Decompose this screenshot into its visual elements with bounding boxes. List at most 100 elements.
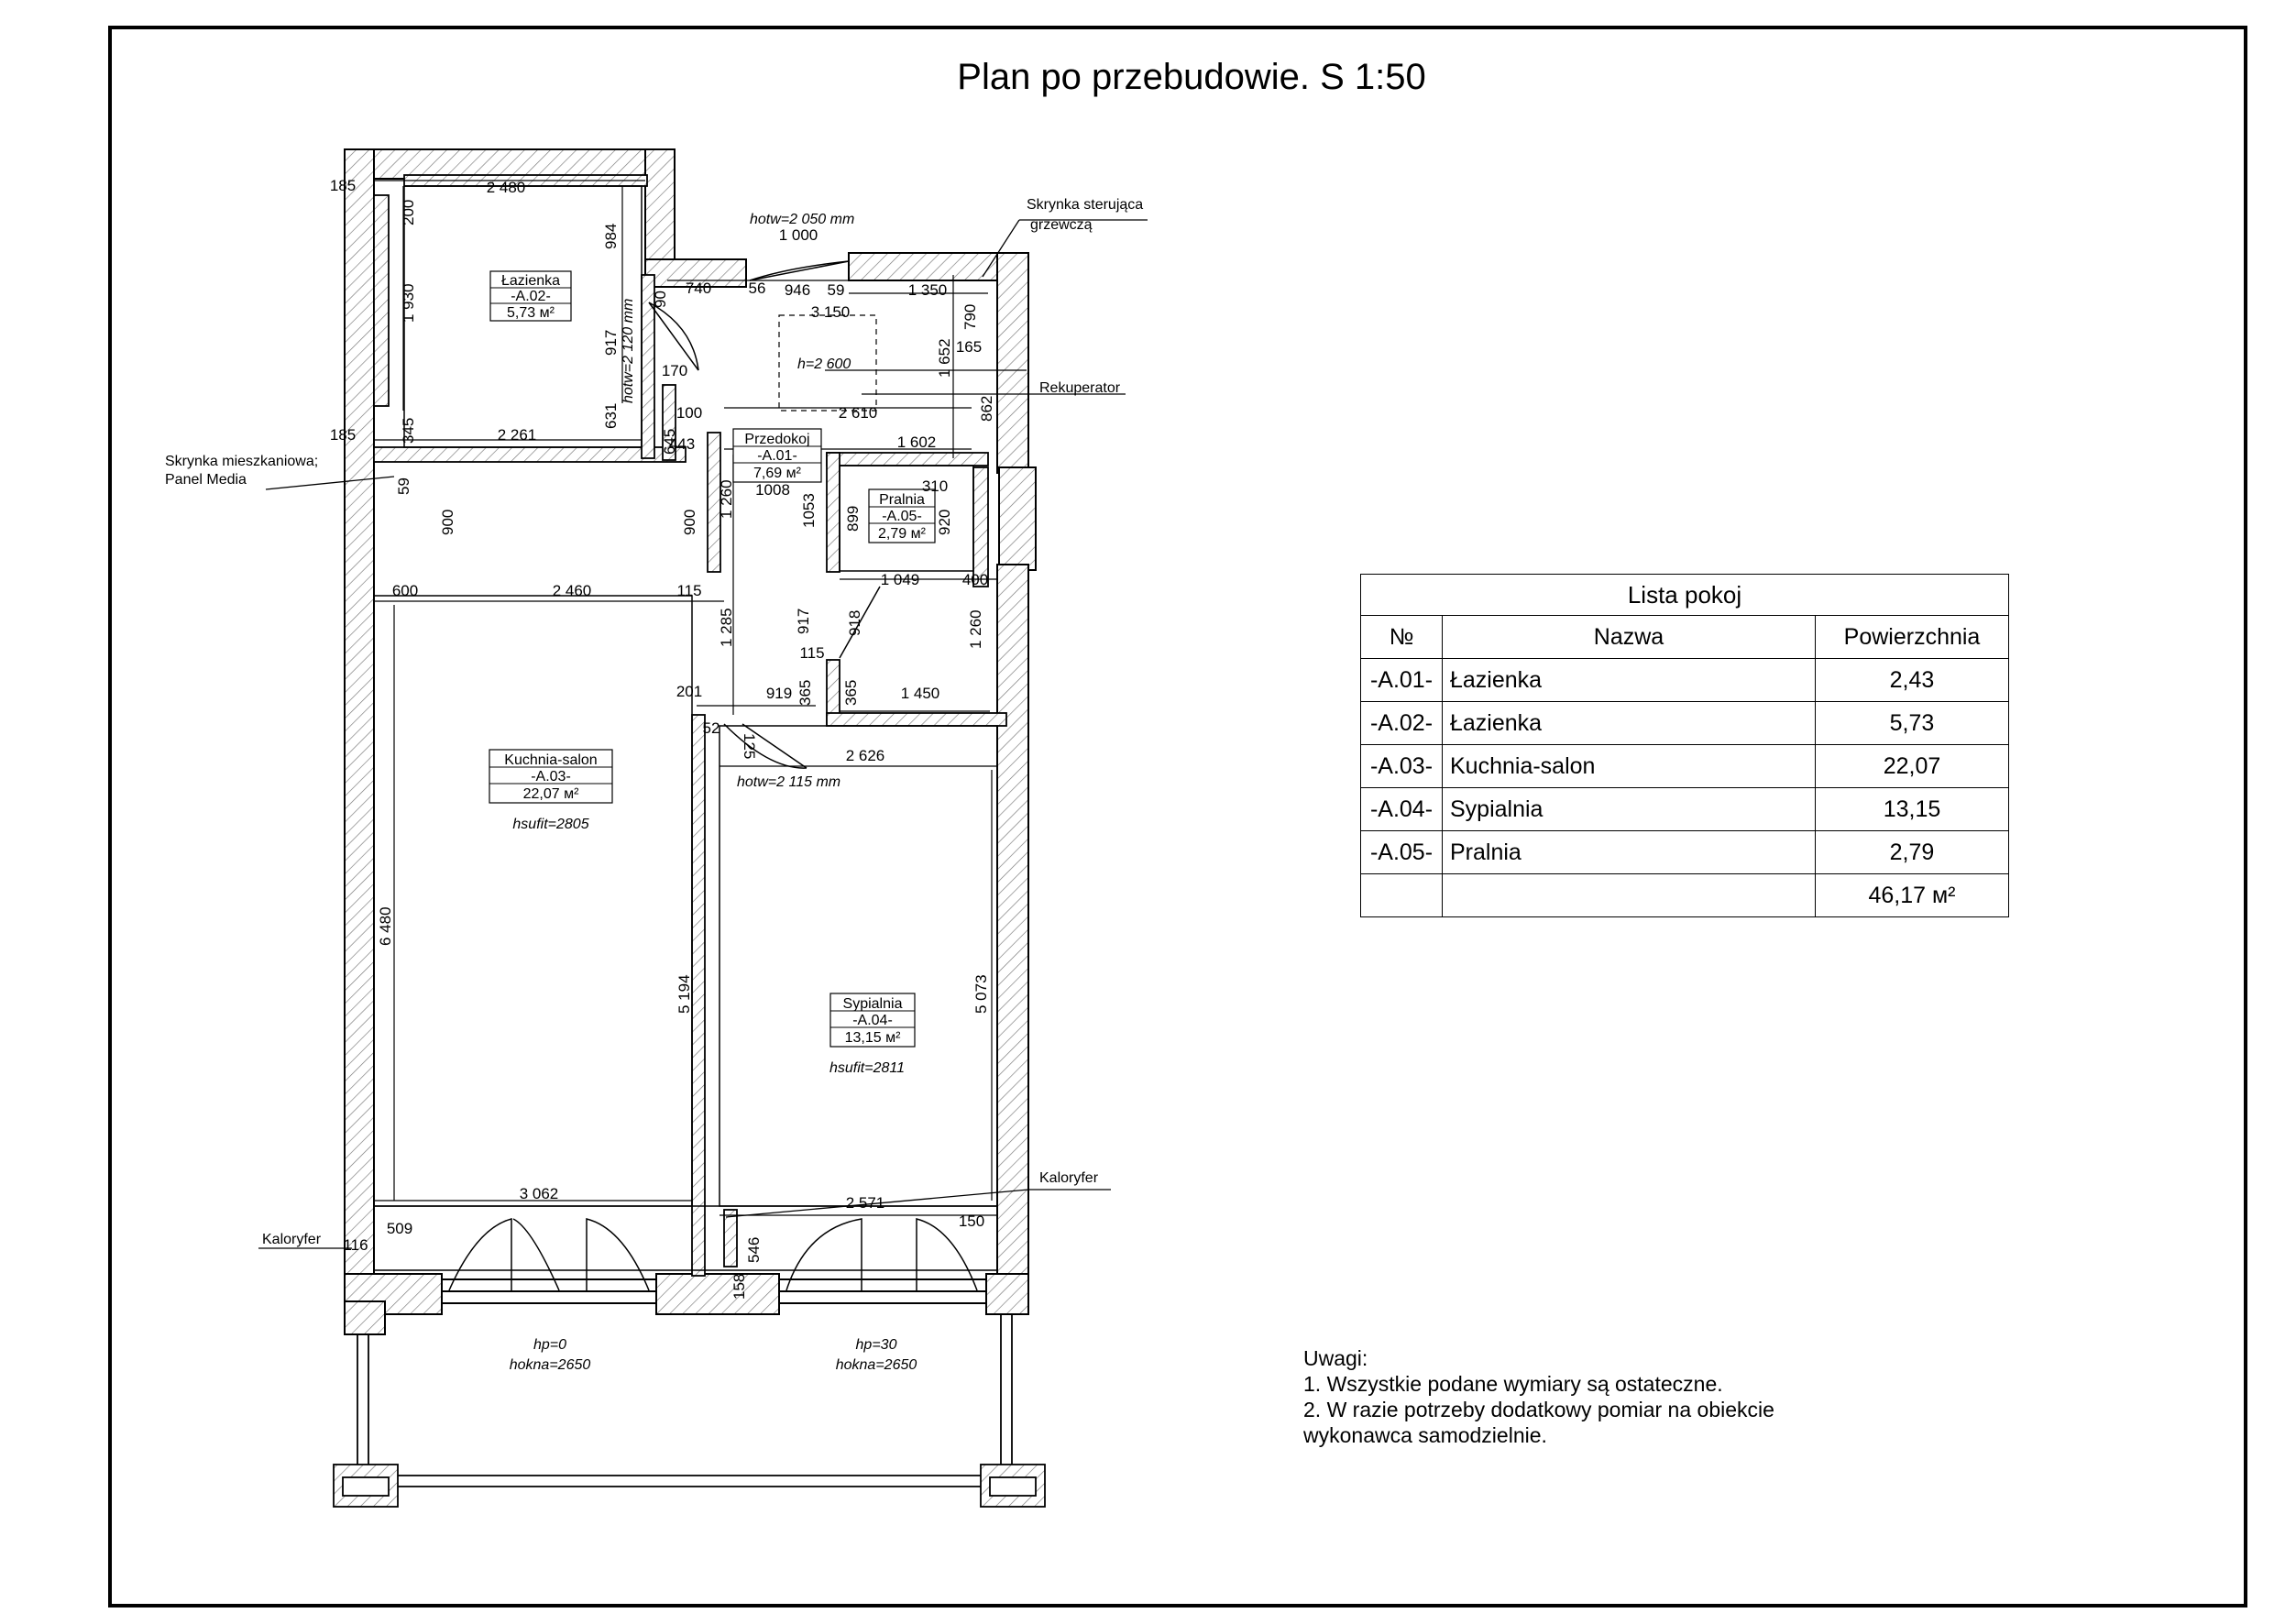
dim-text: 3 150 xyxy=(811,303,851,321)
label-rekuperator: Rekuperator xyxy=(1039,380,1121,396)
table-row: -A.01- Łazienka 2,43 xyxy=(1360,658,2009,702)
doors xyxy=(648,260,881,769)
row-name: Łazienka xyxy=(1442,701,1816,745)
dim-text: 2 460 xyxy=(553,582,592,599)
table-header-name: Nazwa xyxy=(1442,615,1816,659)
leader-lines xyxy=(258,219,1148,1249)
wall-bottom-right xyxy=(985,1273,1029,1315)
dim-text: 1 450 xyxy=(901,685,940,702)
notes-heading: Uwagi: xyxy=(1303,1346,1368,1370)
dimension-texts: 2 480 185 200 1 930 984 917 631 345 2 26… xyxy=(330,177,995,1300)
label-panel-media: Panel Media xyxy=(165,472,247,488)
dim-text: 862 xyxy=(978,396,995,422)
row-name: Sypialnia xyxy=(1442,787,1816,831)
dim-text: 56 xyxy=(749,280,766,297)
row-area: 2,79 xyxy=(1815,830,2009,874)
row-area: 13,15 xyxy=(1815,787,2009,831)
room-height: hsufit=2805 xyxy=(512,817,588,832)
dimension-lines xyxy=(374,180,1027,1216)
wall-pralnia-left xyxy=(826,452,840,573)
dim-text: 345 xyxy=(400,418,417,444)
room-name: Kuchnia-salon xyxy=(504,752,597,768)
dim-text: 1 930 xyxy=(400,283,417,323)
wall-right-niche xyxy=(998,466,1037,571)
row-id: -A.03- xyxy=(1360,744,1443,788)
dim-text: 165 xyxy=(956,338,982,356)
room-code: -A.04- xyxy=(852,1013,893,1028)
dim-text: 600 xyxy=(392,582,418,599)
annotations: Skrynka sterująca grzewczą Rekuperator S… xyxy=(165,197,1143,1373)
wall-kitchen-sleep xyxy=(691,714,706,1277)
dim-text: 59 xyxy=(395,477,412,495)
dim-text: 984 xyxy=(602,224,620,249)
dim-text: 1 602 xyxy=(897,433,937,451)
notes-block: Uwagi: 1. Wszystkie podane wymiary są os… xyxy=(1303,1345,1774,1448)
room-area: 7,69 м² xyxy=(753,466,802,481)
dim-text: 899 xyxy=(844,506,862,532)
balcony xyxy=(333,1314,1046,1508)
dim-text: 185 xyxy=(330,426,356,444)
wall-stub xyxy=(723,1209,738,1267)
dim-text: 150 xyxy=(959,1213,984,1230)
label-skrynka-sterujaca-2: grzewczą xyxy=(1030,217,1093,233)
room-outlines xyxy=(373,185,998,1271)
label-kaloryfer-right: Kaloryfer xyxy=(1039,1170,1099,1186)
dim-text: 1 350 xyxy=(908,281,948,299)
dim-text: 919 xyxy=(766,685,792,702)
room-label-pralnia: Pralnia -A.05- 2,79 м² xyxy=(868,488,936,543)
room-name: Przedokoj xyxy=(744,432,809,447)
label-hokna-right: hokna=2650 xyxy=(836,1357,917,1373)
dim-text: 1 260 xyxy=(967,609,984,649)
label-h-otw-mid: hotw=2 115 mm xyxy=(737,774,840,790)
dim-text: 5 073 xyxy=(972,974,990,1014)
wall-small-wc xyxy=(662,384,676,461)
wall-left xyxy=(344,148,375,1302)
outer-walls xyxy=(344,148,1037,1335)
room-area: 2,79 м² xyxy=(878,526,927,542)
wall-sleep-top xyxy=(826,712,1007,727)
inner-walls xyxy=(373,174,1007,1277)
dim-text: 100 xyxy=(676,404,702,422)
total-area: 46,17 м² xyxy=(1815,873,2009,917)
label-hp-left: hp=0 xyxy=(533,1337,566,1353)
wall-right-upper xyxy=(996,252,1029,474)
dim-text: 509 xyxy=(387,1220,412,1237)
dim-text: 52 xyxy=(703,719,720,737)
dim-text: 2 610 xyxy=(839,404,878,422)
dim-text: 5 194 xyxy=(676,974,693,1014)
note-line: 2. W razie potrzeby dodatkowy pomiar na … xyxy=(1303,1398,1774,1421)
room-label-sypialnia: Sypialnia -A.04- 13,15 м² hsufit=2811 xyxy=(829,993,916,1076)
table-header-number: № xyxy=(1360,615,1443,659)
windows xyxy=(441,1218,987,1304)
room-area: 5,73 м² xyxy=(507,305,555,321)
table-row: -A.04- Sypialnia 13,15 xyxy=(1360,787,2009,831)
dim-text: 170 xyxy=(662,362,687,379)
row-id: -A.04- xyxy=(1360,787,1443,831)
dim-text: 2 480 xyxy=(487,179,526,196)
room-height: hsufit=2811 xyxy=(829,1060,905,1076)
dim-text: 917 xyxy=(602,330,620,356)
table-caption: Lista pokoj xyxy=(1360,574,2009,616)
wall-bottom-corner xyxy=(344,1300,386,1335)
dim-text: 2 626 xyxy=(846,747,885,764)
label-hp-right: hp=30 xyxy=(856,1337,897,1353)
label-h-otw-top: hotw=2 050 mm xyxy=(750,212,854,227)
dim-text: 185 xyxy=(330,177,356,194)
wall-corridor-left xyxy=(707,432,721,573)
row-name: Kuchnia-salon xyxy=(1442,744,1816,788)
room-area: 22,07 м² xyxy=(523,786,579,802)
label-h-2600: h=2 600 xyxy=(797,357,851,372)
row-id: -A.02- xyxy=(1360,701,1443,745)
dim-text: 645 xyxy=(661,429,678,455)
note-line: 1. Wszystkie podane wymiary są ostateczn… xyxy=(1303,1372,1723,1396)
dim-text: 1 260 xyxy=(718,479,735,519)
dim-text: 310 xyxy=(922,477,948,495)
room-code: -A.01- xyxy=(757,448,797,464)
dim-text: 631 xyxy=(602,403,620,429)
room-list-table: Lista pokoj № Nazwa Powierzchnia -A.01- … xyxy=(1360,574,2009,917)
dim-text: 900 xyxy=(681,510,698,535)
dim-text: 201 xyxy=(676,683,702,700)
row-id: -A.05- xyxy=(1360,830,1443,874)
